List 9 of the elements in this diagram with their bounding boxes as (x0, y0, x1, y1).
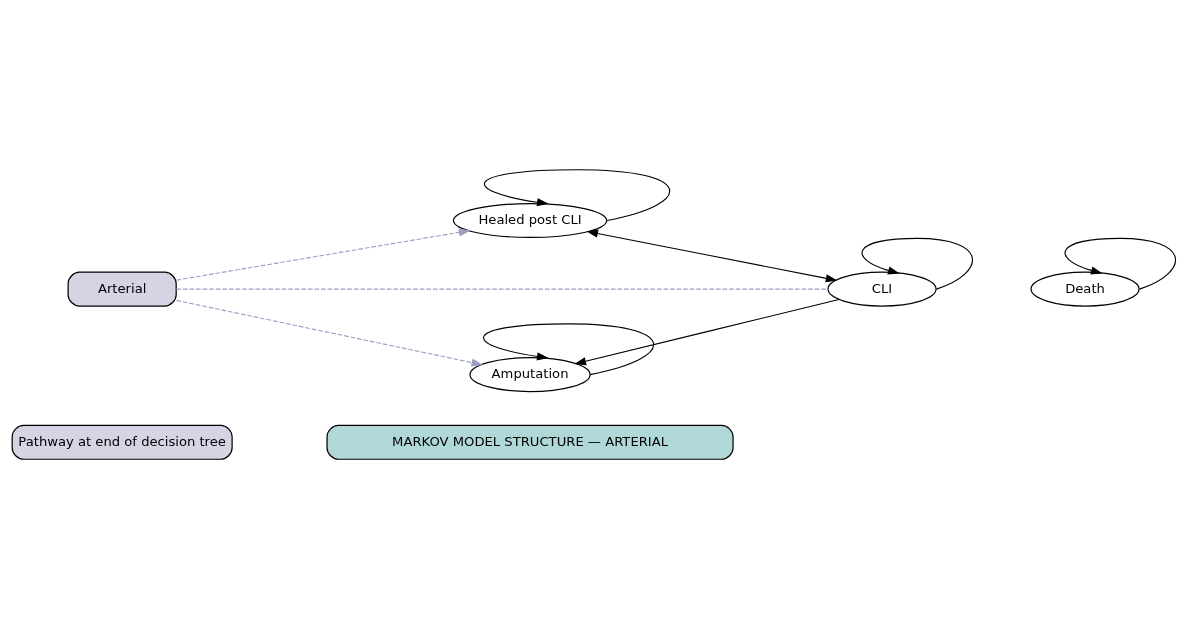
node-box: Arterial (67, 271, 177, 307)
arrow (574, 298, 840, 365)
node-ellipse: Death (1030, 271, 1140, 307)
arrow (176, 227, 471, 281)
connector (175, 288, 829, 290)
arrow (176, 299, 484, 367)
node-box: MARKOV MODEL STRUCTURE — ARTERIAL (326, 424, 734, 460)
arrow (586, 229, 838, 282)
node-box: Pathway at end of decision tree (11, 424, 233, 460)
